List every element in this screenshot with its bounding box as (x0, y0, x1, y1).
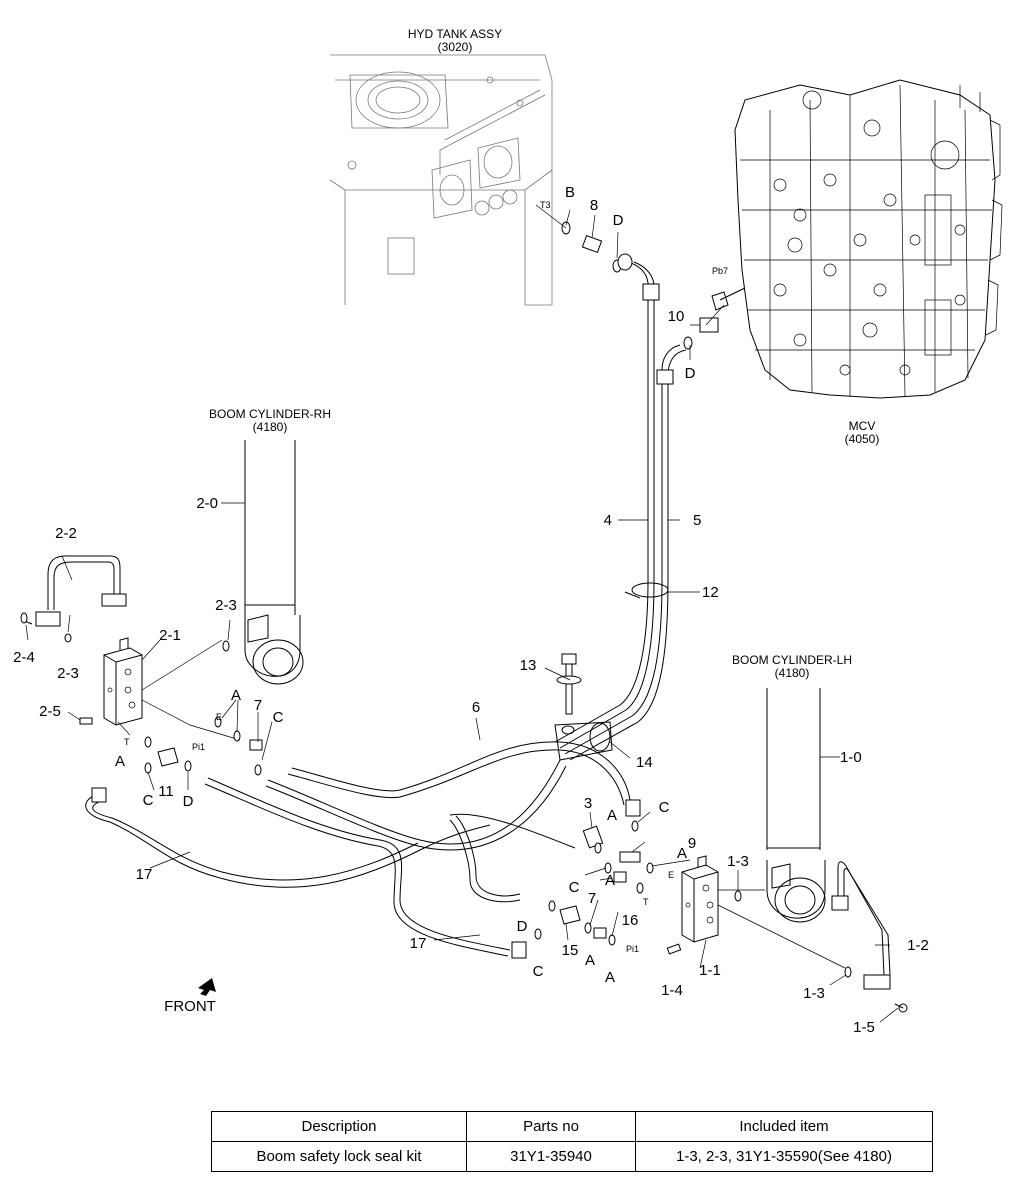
callout-17b: 17 (410, 935, 427, 952)
cell-included-item: 1-3, 2-3, 31Y1-35590(See 4180) (635, 1141, 933, 1172)
letter-b: B (565, 184, 575, 201)
front-arrow: FRONT (164, 978, 216, 1015)
callout-4: 4 (604, 512, 612, 529)
hyd-tank-ref: (3020) (438, 40, 473, 54)
hose-17 (85, 777, 576, 959)
port-pi1-lh: Pi1 (626, 944, 639, 954)
letter-c-4: C (569, 879, 580, 896)
boom-rh-title: BOOM CYLINDER-RH (209, 407, 331, 421)
mcv-drawing (734, 79, 1003, 399)
parts-diagram: HYD TANK ASSY (3020) MCV (4050) BOOM CYL… (13, 27, 1003, 1036)
callout-14: 14 (636, 754, 653, 771)
seal-kit-table: Description Parts no Included item Boom … (211, 1111, 933, 1172)
callout-11: 11 (158, 783, 174, 800)
callout-1-0: 1-0 (840, 749, 862, 766)
callout-2-3b: 2-3 (57, 665, 79, 682)
callout-16: 16 (622, 912, 639, 929)
port-pb7: Pb7 (712, 266, 728, 276)
letter-a-3: A (607, 807, 617, 824)
mcv-ref: (4050) (845, 432, 880, 446)
callout-12: 12 (702, 584, 719, 601)
callout-1-2: 1-2 (907, 937, 929, 954)
table-header-row: Description Parts no Included item (211, 1111, 933, 1142)
callout-7b: 7 (588, 890, 596, 907)
callout-2-5: 2-5 (39, 703, 61, 720)
callout-2-0: 2-0 (196, 495, 218, 512)
front-label: FRONT (164, 998, 216, 1015)
letter-d-4: D (517, 918, 528, 935)
callout-2-1: 2-1 (159, 627, 181, 644)
boom-lh-ref: (4180) (775, 666, 810, 680)
part-callouts: 4 5 6 8 10 12 13 14 2-0 2-1 2-2 2-3 2-3 … (13, 197, 929, 1036)
pipe-1-2 (831, 861, 908, 1013)
letter-c-5: C (533, 963, 544, 980)
port-labels: T3 Pb7 E Pi1 T E T Pi1 (124, 200, 728, 954)
valve-1-1 (681, 855, 846, 969)
letter-d-mcv: D (685, 365, 696, 382)
header-parts-no: Parts no (466, 1111, 636, 1142)
callout-1-1: 1-1 (699, 962, 721, 979)
letter-a-2: A (115, 753, 125, 770)
callout-1-4: 1-4 (661, 982, 683, 999)
letter-c-1: C (273, 709, 284, 726)
valve-2-1 (103, 637, 241, 741)
callout-15: 15 (562, 942, 579, 959)
letter-d-top: D (613, 212, 624, 229)
hyd-tank-title: HYD TANK ASSY (408, 27, 502, 41)
letter-a-5: A (605, 872, 615, 889)
pipe-2-2 (20, 555, 127, 627)
callout-5: 5 (693, 512, 701, 529)
fittings-top (535, 204, 746, 350)
callout-1-3a: 1-3 (727, 853, 749, 870)
callout-17a: 17 (136, 866, 153, 883)
callout-1-5: 1-5 (853, 1019, 875, 1036)
cell-description: Boom safety lock seal kit (211, 1141, 467, 1172)
port-t-rh: T (124, 737, 130, 747)
port-e-rh: E (216, 712, 222, 722)
port-e-lh: E (668, 870, 674, 880)
callout-10: 10 (668, 308, 685, 325)
callout-2-4: 2-4 (13, 649, 35, 666)
letter-c-3: C (659, 799, 670, 816)
letter-callouts: B D D A A C C D C A A C A D C A A (115, 184, 696, 986)
table-row: Boom safety lock seal kit 31Y1-35940 1-3… (211, 1141, 933, 1172)
letter-a-1: A (231, 687, 241, 704)
boom-rh-ref: (4180) (253, 420, 288, 434)
hose-6 (265, 741, 641, 851)
letter-a-7: A (605, 969, 615, 986)
callout-7a: 7 (254, 697, 262, 714)
mcv-title: MCV (849, 419, 876, 433)
letter-a-6: A (585, 952, 595, 969)
header-description: Description (211, 1111, 467, 1142)
hyd-tank-drawing (329, 54, 553, 306)
front-arrow-icon (198, 978, 216, 996)
port-t-lh: T (643, 897, 649, 907)
callout-6: 6 (472, 699, 480, 716)
callout-8: 8 (590, 197, 598, 214)
callout-9: 9 (688, 835, 696, 852)
letter-c-2: C (143, 792, 154, 809)
leader-lines (25, 209, 899, 1023)
port-pi1-rh: Pi1 (192, 742, 205, 752)
cell-parts-no: 31Y1-35940 (466, 1141, 636, 1172)
port-t3: T3 (540, 200, 551, 210)
hoses-4-5 (554, 261, 687, 761)
header-included-item: Included item (635, 1111, 933, 1142)
callout-2-3a: 2-3 (215, 597, 237, 614)
boom-cylinder-rh (244, 440, 304, 685)
callout-3: 3 (584, 795, 592, 812)
letter-d-3: D (183, 793, 194, 810)
callout-1-3b: 1-3 (803, 985, 825, 1002)
boom-cylinder-lh (766, 688, 826, 923)
callout-2-2: 2-2 (55, 525, 77, 542)
letter-a-4: A (677, 845, 687, 862)
boom-lh-title: BOOM CYLINDER-LH (732, 653, 852, 667)
callout-13: 13 (520, 657, 537, 674)
